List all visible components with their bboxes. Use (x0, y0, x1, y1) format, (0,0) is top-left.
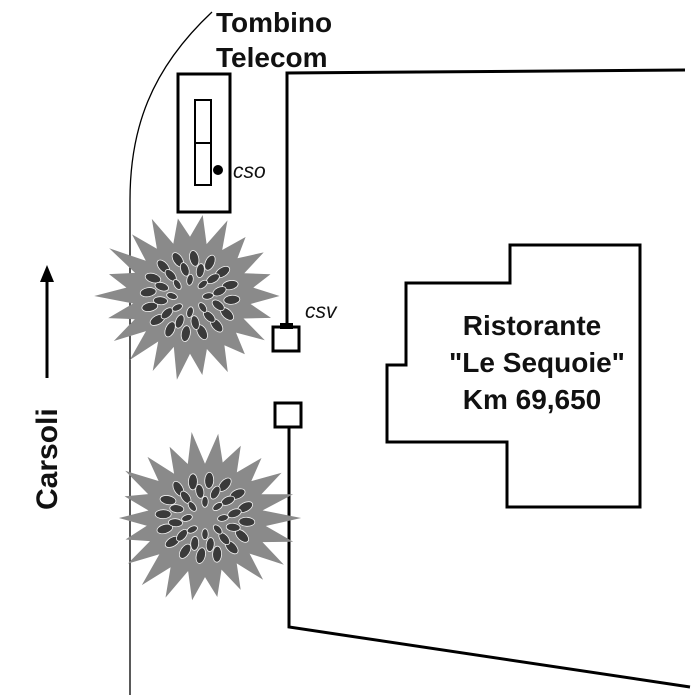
tree-leaf (168, 518, 183, 528)
property-boundary-lower (287, 425, 691, 689)
tree-leaf (153, 296, 168, 306)
tree-leaf (159, 495, 177, 506)
csv-box-upper-cap (280, 323, 293, 329)
tree-leaf (212, 524, 223, 535)
tree-icon (118, 432, 302, 601)
tree-leaf (181, 514, 193, 522)
tree-leaf (186, 525, 198, 534)
arrow-up-icon (40, 265, 54, 282)
tree-leaf (166, 292, 178, 300)
tombino-label-line2: Telecom (216, 42, 328, 73)
tombino-label-line1: Tombino (216, 7, 332, 38)
ristorante-label-line3: Km 69,650 (463, 384, 602, 415)
tree-leaf (204, 472, 215, 489)
tree-leaf (187, 501, 197, 512)
tree-leaf (189, 250, 200, 267)
csv-box-lower (273, 401, 303, 429)
tree-leaf (186, 306, 194, 318)
tree-leaf (195, 547, 206, 564)
ristorante-label-line1: Ristorante (463, 310, 601, 341)
tree-leaf (154, 281, 169, 292)
ristorante-building (385, 243, 642, 509)
road-edge (129, 11, 213, 695)
tree-leaf (171, 303, 183, 312)
tree-leaf (197, 279, 208, 290)
property-boundary-upper (285, 68, 686, 333)
tree-leaf (186, 273, 194, 286)
tree-leaf (195, 484, 205, 499)
tree-leaf (190, 315, 200, 330)
csv-box-upper (271, 325, 301, 353)
cso-label: cso (233, 160, 266, 183)
tree-leaf (179, 262, 190, 277)
tree-leaf (141, 301, 159, 312)
tree-leaf (187, 473, 198, 491)
tree-leaf (225, 522, 241, 532)
tree-leaf (212, 545, 223, 563)
ristorante-label-line2: "Le Sequoie" (449, 347, 625, 378)
tree-leaf (180, 325, 191, 342)
tree-leaf (178, 543, 192, 559)
csv-label: csv (305, 300, 338, 323)
tree-leaf (164, 321, 176, 338)
tree-leaf (144, 272, 162, 284)
tree-leaf (201, 495, 209, 508)
tree-leaf (198, 302, 208, 313)
tree-leaf (205, 537, 215, 552)
tree-leaf (139, 287, 157, 298)
tree-leaf (211, 299, 225, 312)
tree-leaf (174, 314, 185, 329)
tree-leaf (212, 502, 223, 511)
tree-leaf (217, 514, 229, 522)
direction-label: Carsoli (31, 408, 64, 510)
cso-marker (213, 165, 223, 175)
tree-leaf (223, 294, 241, 305)
tree-leaf (154, 509, 172, 520)
tree-leaf (195, 263, 205, 278)
tree-leaf (204, 254, 216, 271)
tree-canopy (118, 432, 302, 601)
tree-leaf (190, 536, 200, 551)
tree-leaf (169, 504, 185, 514)
tree-leaf (238, 516, 256, 527)
tree-canopy (94, 215, 280, 380)
tree-leaf (210, 485, 221, 500)
tree-leaf (176, 529, 188, 542)
tree-leaf (202, 292, 214, 300)
tree-leaf (156, 523, 173, 535)
tree-leaf (172, 279, 182, 290)
tree-leaf (201, 528, 209, 541)
tree-icon (94, 215, 280, 380)
